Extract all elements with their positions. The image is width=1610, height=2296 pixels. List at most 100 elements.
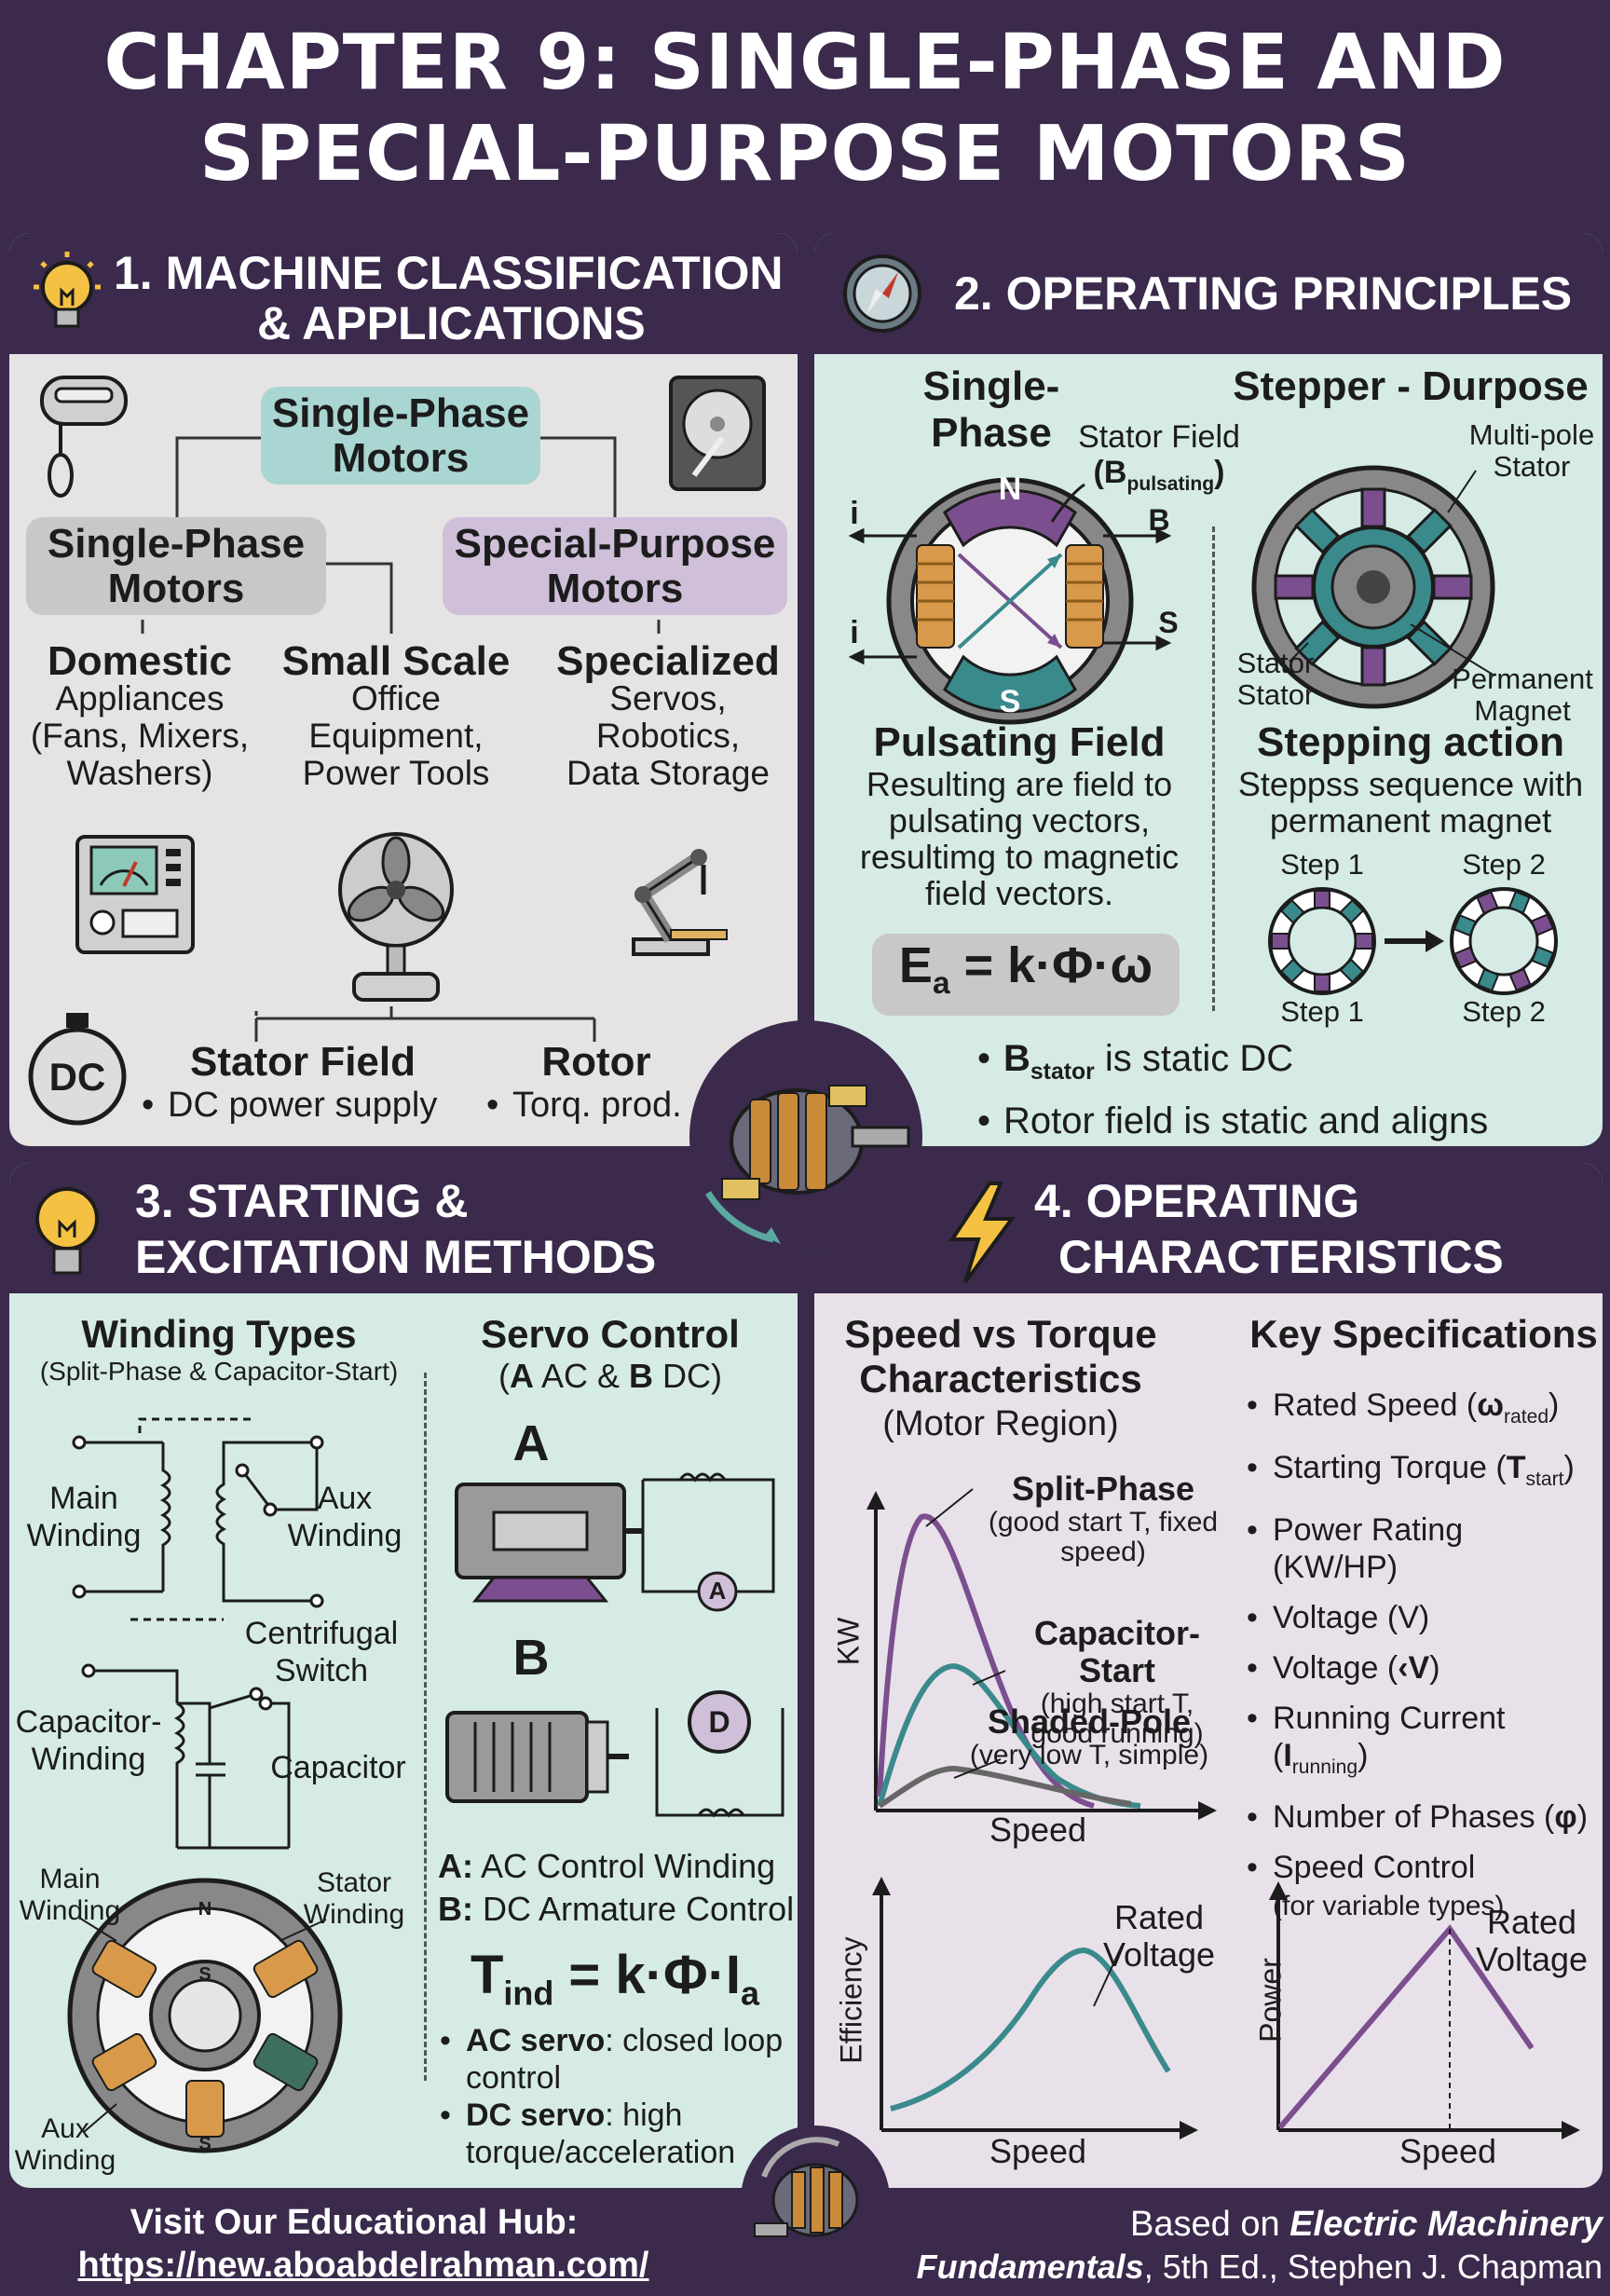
footer-based-on: Based on Electric Machinery — [932, 2205, 1603, 2245]
spec6-sym: I — [1283, 1737, 1292, 1773]
footer-based-b: Electric Machinery — [1289, 2205, 1603, 2244]
stator-field-list: DC power supply — [142, 1086, 437, 1126]
stator-label: Stator Stator — [1220, 648, 1331, 711]
left-box-line2: Motors — [107, 565, 245, 611]
eq-ea-e: E — [898, 937, 933, 994]
spec1-sym: ω — [1477, 1387, 1504, 1423]
stator-l2: Stator — [1236, 678, 1315, 711]
ac-servo-rest: : closed loop — [605, 2023, 784, 2058]
pm-l1: Permanent — [1452, 663, 1593, 695]
domestic-column: Domestic Appliances (Fans, Mixers, Washe… — [19, 638, 261, 792]
top-box-line2: Motors — [332, 434, 470, 481]
small-scale-l2: Equipment, — [308, 717, 484, 755]
capacitor-label: Capacitor — [270, 1750, 406, 1785]
pole-n: N — [998, 472, 1022, 507]
cap-winding-l2: Winding — [31, 1742, 146, 1777]
main-winding-l1: Main — [49, 1481, 118, 1516]
principle-bullets: Bstator is static DC Rotor field is stat… — [977, 1034, 1488, 1145]
lightbulb-icon — [34, 252, 101, 328]
specialized-l1: Servos, — [609, 679, 727, 718]
stepper-title: Stepper - Durpose — [1233, 363, 1589, 409]
cap-l2: (high start T, — [1040, 1688, 1194, 1719]
servo-title: Servo Control — [481, 1312, 740, 1356]
section2-header: 2. OPERATING PRINCIPLES — [814, 233, 1603, 354]
equation-tind: Tind = k·Φ·Ia — [457, 1944, 773, 2014]
spec-voltage-2: Voltage (‹V) — [1247, 1649, 1601, 1687]
ac-servo-b: AC servo — [466, 2023, 606, 2058]
dc-servo-rest: : high — [605, 2098, 683, 2133]
eff-rated: Rated — [1113, 1898, 1205, 1936]
lightning-icon — [948, 1182, 1016, 1284]
aux-winding-l1: Aux — [317, 1481, 373, 1516]
winding-sub: (Split-Phase & Capacitor-Start) — [39, 1357, 399, 1386]
domestic-title: Domestic — [47, 638, 233, 684]
eq-ea-rest: = k·Φ·ω — [949, 937, 1153, 994]
servo-b-label: B — [512, 1630, 550, 1686]
single-phase-rotor-diagram — [848, 477, 1172, 725]
right-box-line2: Motors — [546, 565, 684, 611]
rotor-item: Torq. prod. — [486, 1086, 682, 1126]
spec7-b: ) — [1576, 1799, 1589, 1836]
footer-based-a: Based on — [1130, 2205, 1290, 2244]
stepping-action-block: Stepping action Steppss sequence with pe… — [1224, 719, 1597, 839]
power-x-label: Speed — [1399, 2132, 1497, 2170]
pulsating-l2: pulsating vectors, — [888, 801, 1151, 840]
small-scale-l3: Power Tools — [302, 754, 490, 792]
stator-pole-s2: S — [198, 2134, 211, 2154]
spec1-b: ) — [1549, 1387, 1560, 1423]
spec7-a: Number of Phases ( — [1273, 1799, 1555, 1836]
footer-fundamentals: Fundamentals, 5th Ed., Stephen J. Chapma… — [894, 2248, 1603, 2287]
section-starting-methods: 3. STARTING & EXCITATION METHODS Winding… — [9, 1163, 798, 2188]
servo-sub-b: B — [629, 1357, 654, 1395]
servo-diagrams — [445, 1472, 785, 1818]
small-scale-column: Small Scale Office Equipment, Power Tool… — [275, 641, 517, 792]
stator-winding-l2: Winding — [303, 1899, 405, 1930]
spec5-sym: ‹V — [1398, 1649, 1430, 1686]
footer-fund-rest: , 5th Ed., Stephen J. Chapman — [1143, 2248, 1603, 2286]
step1-bottom: Step 1 — [1280, 995, 1364, 1028]
chart-title-l1: Speed vs Torque — [844, 1312, 1157, 1356]
spec6-a: Running Current ( — [1273, 1700, 1506, 1773]
dc-label-a: B: — [438, 1890, 473, 1928]
spec-phases: Number of Phases (φ) — [1247, 1798, 1601, 1836]
centrifugal-l1: Centrifugal — [244, 1616, 399, 1651]
stepping-l1: Steppss sequence with — [1237, 765, 1584, 803]
spec3-l1: Power Rating — [1273, 1511, 1464, 1548]
stator-field-b: (B — [1093, 455, 1127, 490]
winding-title: Winding Types — [81, 1312, 357, 1356]
chart-title-l3: (Motor Region) — [882, 1404, 1119, 1443]
title-line2: SPECIAL-PURPOSE MOTORS — [198, 110, 1411, 198]
stator-aux-l1: Aux — [41, 2113, 89, 2144]
section-operating-principles: 2. OPERATING PRINCIPLES Single-Phase Ste… — [814, 233, 1603, 1146]
dc-badge-text: DC — [48, 1055, 106, 1099]
footer-url-link[interactable]: https://new.aboabdelrahman.com/ — [77, 2246, 649, 2285]
power-chart — [1269, 1881, 1580, 2139]
spec-speed-control: Speed Control (for variable types) — [1247, 1849, 1601, 1925]
lightbulb-icon — [35, 1187, 99, 1275]
aux-winding-l2: Winding — [287, 1518, 402, 1553]
stator-main-l1: Main — [39, 1864, 101, 1894]
meter-panel-icon — [75, 835, 195, 954]
servo-sub-a: A — [509, 1357, 534, 1395]
section2-title: 2. OPERATING PRINCIPLES — [954, 267, 1573, 320]
spec8-l2: (for variable types) — [1273, 1891, 1505, 1922]
pm-l2: Magnet — [1474, 694, 1571, 727]
capacitor-winding-label: Capacitor-Winding — [9, 1703, 168, 1778]
dc-badge — [28, 1013, 127, 1126]
step-sequence-diagram — [1268, 887, 1558, 995]
rotor-block: Rotor — [494, 1039, 699, 1086]
bullet1-rest: is static DC — [1094, 1038, 1294, 1079]
speed-axis-label-1: Speed — [989, 1811, 1087, 1849]
spec8-l1: Speed Control — [1273, 1850, 1476, 1886]
spec-starting-torque: Starting Torque (Tstart) — [1247, 1449, 1601, 1498]
stator-aux-l2: Winding — [14, 2145, 116, 2176]
section3-title-line1: 3. STARTING & — [135, 1175, 469, 1227]
servo-sub-end: DC) — [653, 1357, 723, 1395]
spec-rated-speed: Rated Speed (ωrated) — [1247, 1387, 1601, 1436]
dc-servo-l2: torque/acceleration — [466, 2135, 736, 2170]
